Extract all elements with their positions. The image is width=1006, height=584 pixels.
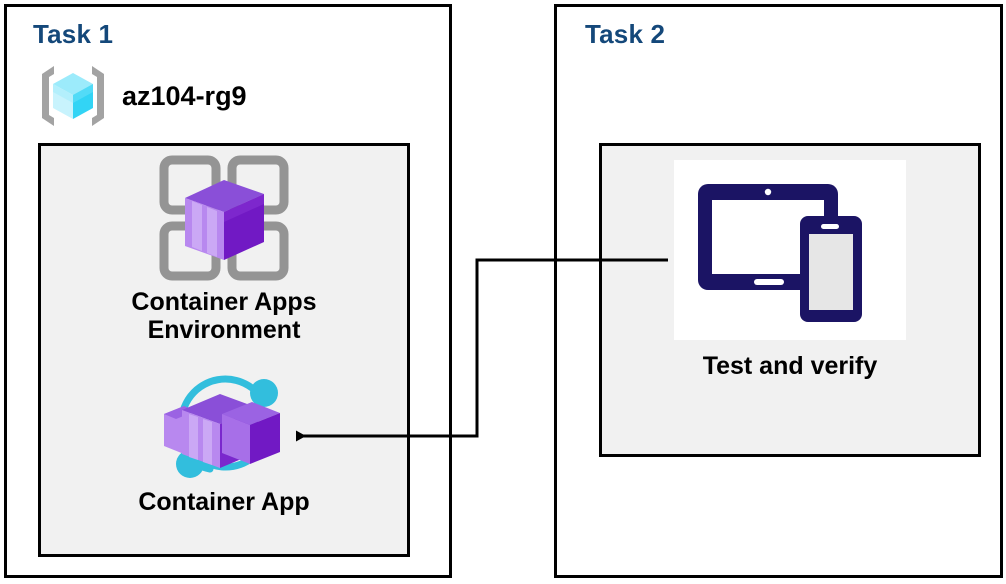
task-1-title: Task 1 bbox=[33, 19, 114, 49]
devices-tablet-phone-icon bbox=[690, 174, 890, 326]
test-and-verify-block: Test and verify bbox=[599, 160, 981, 380]
task-2-title: Task 2 bbox=[585, 19, 666, 49]
resource-group-row: az104-rg9 bbox=[36, 62, 247, 130]
test-and-verify-label: Test and verify bbox=[702, 352, 878, 380]
devices-icon-plate bbox=[674, 160, 906, 340]
container-apps-environment-block: Container Apps Environment bbox=[38, 152, 410, 344]
container-app-icon bbox=[148, 368, 300, 484]
container-apps-environment-label: Container Apps Environment bbox=[131, 288, 317, 344]
container-app-block: Container App bbox=[38, 368, 410, 516]
container-apps-environment-icon bbox=[154, 152, 294, 284]
container-app-label: Container App bbox=[138, 488, 310, 516]
resource-group-name: az104-rg9 bbox=[122, 80, 247, 111]
resource-group-icon bbox=[36, 62, 110, 130]
